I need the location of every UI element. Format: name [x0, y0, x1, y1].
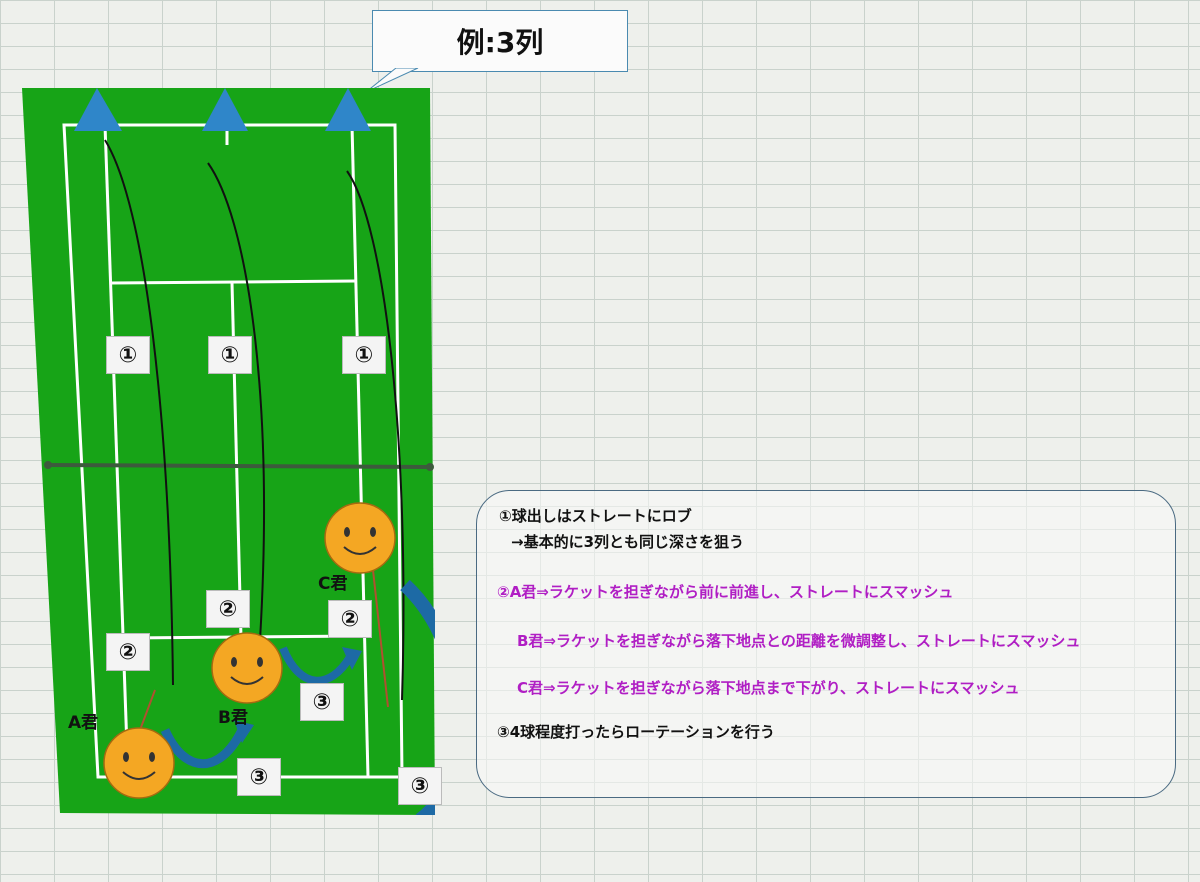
step-label: ③ [237, 758, 281, 796]
net-post-right [426, 463, 434, 471]
swing-line-a [139, 689, 156, 731]
net [47, 463, 431, 469]
rotation-arrow-b-to-c [279, 646, 354, 685]
arrow-head-icon [342, 647, 362, 670]
lob-paths [104, 139, 405, 701]
note-line-2: →基本的に3列とも同じ深さを狙う [511, 533, 745, 551]
note-line-3: ②A君⇒ラケットを担ぎながら前に前進し、ストレートにスマッシュ [497, 583, 954, 601]
title-text: 例:3列 [456, 26, 544, 59]
step-label: ① [208, 336, 252, 374]
step-label: ② [206, 590, 250, 628]
callout-pointer [365, 68, 419, 93]
player-face-c [324, 502, 396, 574]
player-label-b: B君 [218, 708, 248, 728]
right-sideline [350, 124, 370, 778]
notes-box: ①球出しはストレートにロブ →基本的に3列とも同じ深さを狙う ②A君⇒ラケットを… [476, 490, 1176, 798]
step-label: ② [106, 633, 150, 671]
arrow-head-icon [234, 720, 254, 743]
note-line-4: B君⇒ラケットを担ぎながら落下地点との距離を微調整し、ストレートにスマッシュ [517, 632, 1081, 650]
rotation-arrow-a-to-b [160, 727, 247, 769]
player-label-c: C君 [318, 574, 348, 594]
service-line-far [110, 279, 357, 285]
step-label: ③ [398, 767, 442, 805]
step-label: ① [342, 336, 386, 374]
cone-icon [202, 88, 248, 131]
lob-path-a [104, 139, 174, 686]
net-post-left [44, 461, 52, 469]
step-label: ③ [300, 683, 344, 721]
note-line-1: ①球出しはストレートにロブ [499, 507, 692, 525]
player-face-b [211, 632, 283, 704]
lob-path-b [207, 162, 265, 641]
player-face-a [103, 727, 175, 799]
lob-path-c [346, 170, 405, 701]
cone-icon [325, 88, 371, 131]
player-label-a: A君 [68, 713, 99, 733]
note-line-5: C君⇒ラケットを担ぎながら落下地点まで下がり、ストレートにスマッシュ [517, 679, 1020, 697]
step-label: ② [328, 600, 372, 638]
step-label: ① [106, 336, 150, 374]
court-diagram: ① ① ① ② ② ② ③ ③ ③ C君 B君 A君 [20, 85, 467, 826]
swing-line-c [372, 569, 389, 708]
cone-icon [74, 88, 122, 131]
note-line-6: ③4球程度打ったらローテーションを行う [497, 723, 775, 741]
title-callout: 例:3列 [372, 10, 628, 72]
